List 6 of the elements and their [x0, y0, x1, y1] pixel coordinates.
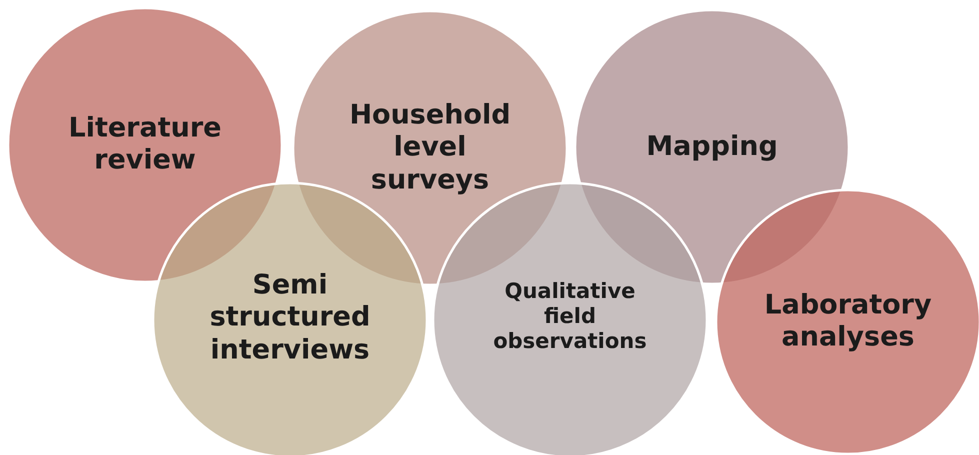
- node-label: Mapping: [645, 130, 779, 164]
- node-label: Semi structured interviews: [208, 269, 372, 367]
- node-label: Qualitative field observations: [492, 279, 648, 355]
- node-label: Laboratory analyses: [763, 290, 933, 354]
- node-label: Literature review: [68, 112, 222, 178]
- node-label: Household level surveys: [348, 99, 512, 197]
